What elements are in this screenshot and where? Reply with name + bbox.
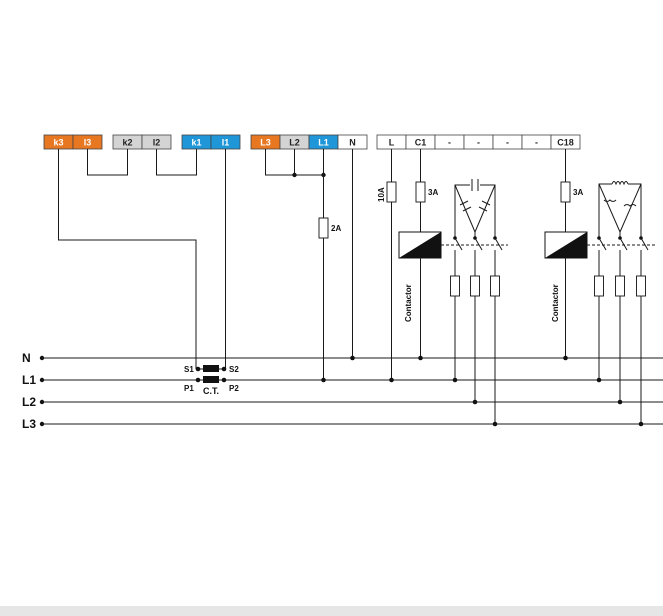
- current-transformer: S1 S2 P1 P2 C.T.: [184, 365, 239, 396]
- output-circuit-1: 10A 3A Contactor: [377, 149, 508, 427]
- terminal-label-k2: k2: [122, 138, 132, 148]
- output-circuit-18: 3A Contactor: [544, 149, 656, 427]
- terminal-label-N: N: [349, 138, 356, 148]
- terminal-label-l3: l3: [84, 138, 92, 148]
- bus-bars: N L1 L2 L3: [22, 351, 663, 431]
- contactor-label-2: Contactor: [551, 284, 560, 322]
- fuse-10a: [386, 181, 397, 203]
- bus-label-L3: L3: [22, 417, 36, 431]
- footer-bar: [0, 606, 663, 616]
- bus-label-L2: L2: [22, 395, 36, 409]
- bus-label-N: N: [22, 351, 31, 365]
- terminal-label-C5: -: [535, 138, 538, 148]
- terminal-label-C1: C1: [415, 138, 427, 148]
- fuse-c18-l2: [615, 275, 625, 297]
- fuse-c18-l3: [636, 275, 646, 297]
- fuse-2a-label: 2A: [331, 224, 341, 233]
- fuse-c18-l1: [594, 275, 604, 297]
- fuse-c1-l3: [490, 275, 500, 297]
- fuse-2a: [318, 217, 329, 239]
- terminal-label-l1: l1: [222, 138, 230, 148]
- terminal-block-ct: k3 l3 k2 l2 k1 l1: [43, 134, 241, 150]
- fuse-c1-l2: [470, 275, 480, 297]
- terminal-label-L3: L3: [260, 138, 271, 148]
- terminal-label-k1: k1: [191, 138, 201, 148]
- fuse-3a-c18-label: 3A: [573, 188, 583, 197]
- fuse-3a-c18: [560, 181, 571, 203]
- contactor-label-1: Contactor: [404, 284, 413, 322]
- ct-wiring: [58, 149, 226, 369]
- terminal-block-voltage: L3 L2 L1 N: [250, 134, 368, 150]
- ct-s2-label: S2: [229, 365, 239, 374]
- voltage-wiring: 2A: [265, 149, 355, 383]
- fuse-c1-l1: [450, 275, 460, 297]
- terminal-label-l2: l2: [153, 138, 161, 148]
- ct-p1-label: P1: [184, 384, 194, 393]
- terminal-block-outputs: L C1 - - - - C18: [376, 134, 581, 150]
- terminal-label-C18: C18: [557, 138, 574, 148]
- terminal-label-C3: -: [477, 138, 480, 148]
- fuse-3a-c1-label: 3A: [428, 188, 438, 197]
- terminal-label-C4: -: [506, 138, 509, 148]
- terminal-label-k3: k3: [53, 138, 63, 148]
- terminal-label-L2: L2: [289, 138, 300, 148]
- fuse-3a-c1: [415, 181, 426, 203]
- terminal-label-L1: L1: [318, 138, 329, 148]
- ct-label: C.T.: [203, 386, 219, 396]
- fuse-10a-label: 10A: [377, 187, 386, 202]
- ct-s1-label: S1: [184, 365, 194, 374]
- bus-label-L1: L1: [22, 373, 36, 387]
- ct-p2-label: P2: [229, 384, 239, 393]
- terminal-label-C2: -: [448, 138, 451, 148]
- terminal-label-L: L: [389, 138, 395, 148]
